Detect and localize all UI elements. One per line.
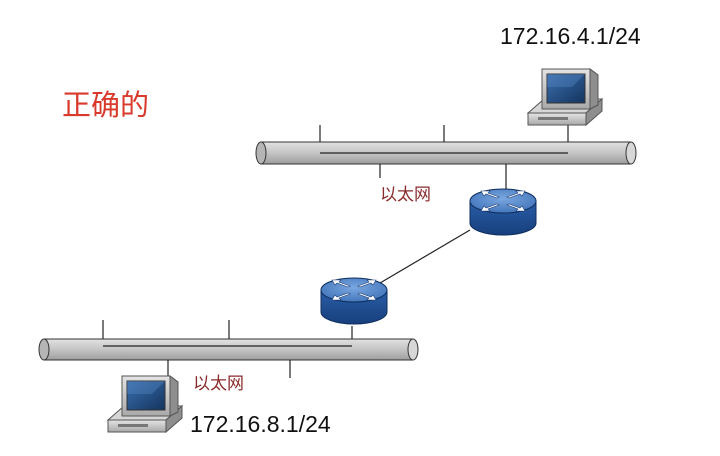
bottom-ethernet-label: 以太网 [193,374,244,394]
top-router [469,188,537,236]
bottom-host-computer [107,375,183,433]
bottom-ethernet-bus [38,338,419,361]
top-ethernet-bus [255,141,637,165]
desktop-computer-icon [527,68,603,126]
desktop-computer-icon [107,375,183,433]
top-host-computer [527,68,603,126]
top-ethernet-label: 以太网 [380,185,431,205]
top-ethernet-segment: 以太网 [255,125,637,205]
router-icon [469,188,537,236]
top-host-ip-label: 172.16.4.1/24 [500,23,641,49]
bottom-ethernet-segment: 以太网 [38,320,419,394]
slide-title: 正确的 [62,88,149,122]
router-icon [320,277,388,325]
router-to-router-link [379,229,471,284]
bottom-router [320,277,388,325]
bottom-host-ip-label: 172.16.8.1/24 [190,411,331,437]
